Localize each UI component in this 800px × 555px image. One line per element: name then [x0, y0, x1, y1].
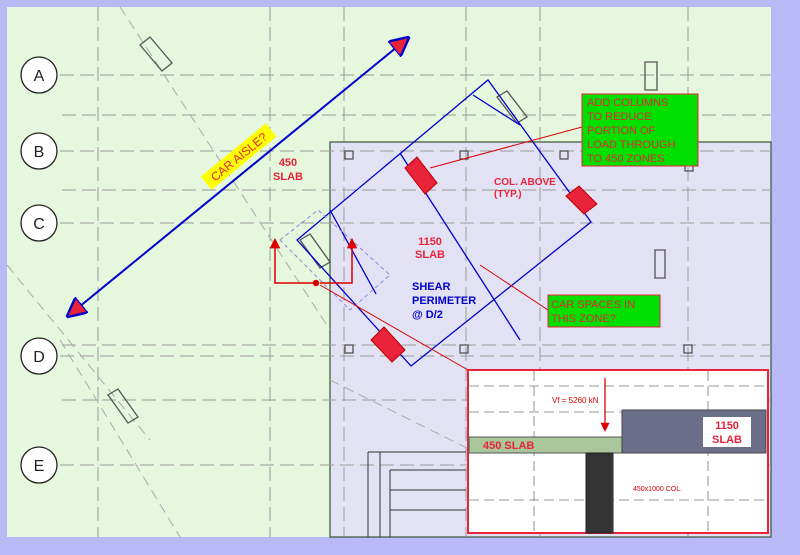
slab-450-label-2: SLAB [273, 171, 303, 183]
car-spaces-line-2: THIS ZONE? [551, 313, 616, 325]
detail-slab-450-label: 450 SLAB [483, 440, 534, 452]
car-spaces-line-1: CAR SPACES IN [551, 299, 635, 311]
add-columns-line-3: PORTION OF [587, 125, 656, 137]
car-aisle-arrow [68, 38, 408, 316]
detail-slab-1150-label-1: 1150 [715, 420, 739, 432]
grid-label-e: E [34, 458, 45, 475]
add-columns-line-4: LOAD THROUGH [587, 139, 675, 151]
callout-add-columns: ADD COLUMNS TO REDUCE PORTION OF LOAD TH… [581, 93, 699, 167]
grid-label-d: D [33, 349, 45, 366]
add-columns-line-2: TO REDUCE [587, 111, 652, 123]
detail-slab-1150-label-2: SLAB [712, 434, 742, 446]
add-columns-line-5: TO 450 ZONES [587, 153, 664, 165]
columns-above [370, 156, 598, 363]
add-columns-line-1: ADD COLUMNS [587, 97, 668, 109]
load-label: Vf = 5260 kN [552, 396, 599, 405]
grid-bubble-e: E [20, 446, 58, 484]
callout-car-spaces: CAR SPACES IN THIS ZONE? [547, 294, 661, 328]
shear-label-1: SHEAR [412, 281, 451, 293]
grid-label-a: A [34, 68, 45, 85]
grid-bubble-a: A [20, 56, 58, 94]
stair-structure [367, 451, 466, 537]
section-detail-inset: Vf = 5260 kN 450 SLAB 1150 SLAB 450x1000… [467, 369, 769, 534]
slab-1150-label-2: SLAB [415, 249, 445, 261]
slab-1150-label-1: 1150 [418, 236, 442, 248]
shear-label-3: @ D/2 [412, 309, 443, 321]
grid-label-c: C [33, 216, 45, 233]
slab-450-label-1: 450 [279, 157, 297, 169]
grid-bubble-b: B [20, 132, 58, 170]
detail-column [585, 452, 614, 534]
shear-label-2: PERIMETER [412, 295, 476, 307]
grid-bubble-d: D [20, 337, 58, 375]
grid-label-b: B [34, 144, 45, 161]
col-above-label-1: COL. ABOVE [494, 177, 556, 188]
detail-column-label: 450x1000 COL. [633, 486, 682, 493]
grid-bubble-c: C [20, 204, 58, 242]
col-above-label-2: (TYP.) [494, 189, 522, 200]
